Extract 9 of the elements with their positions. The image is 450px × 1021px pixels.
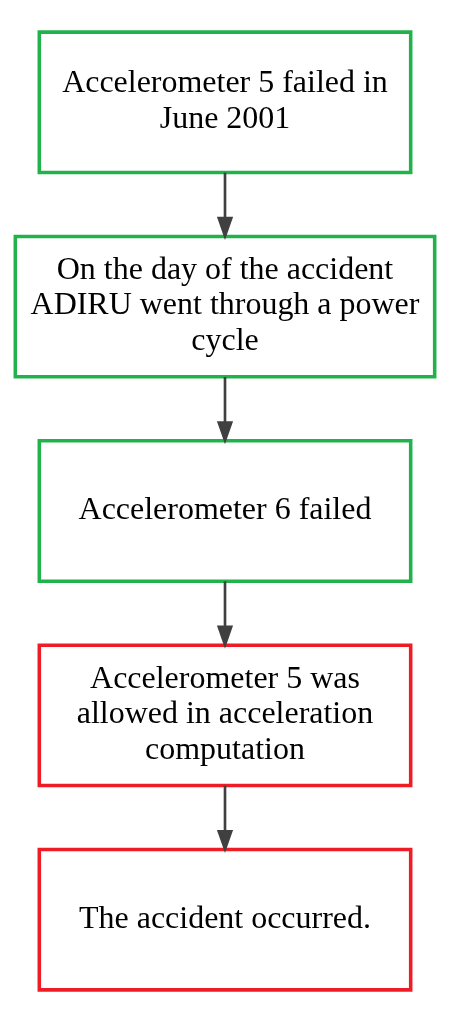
node-box: On the day of the accident ADIRU went through a power cycle [13,234,437,379]
node-box: Accelerometer 5 was allowed in acceleration computation [37,642,413,787]
arrow [216,172,234,240]
node-box: The accident occurred. [37,847,413,992]
node-box: Accelerometer 6 failed [37,438,413,583]
arrow [216,580,234,649]
arrow [216,785,234,853]
node-box: Accelerometer 5 failed in June 2001 [37,29,413,174]
arrow [216,376,234,444]
